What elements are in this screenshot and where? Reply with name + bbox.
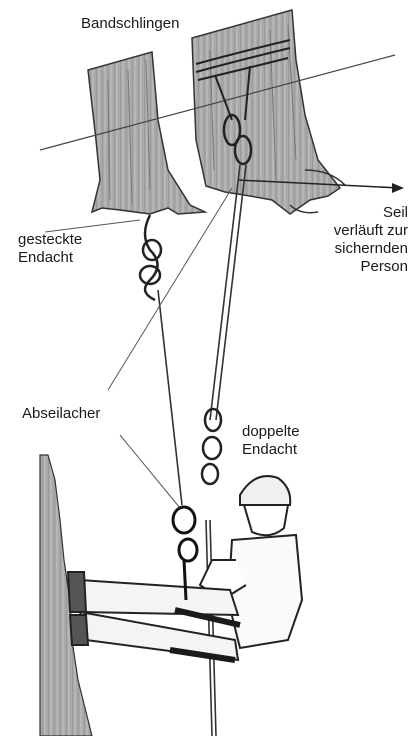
- label-bandschlingen: Bandschlingen: [81, 14, 179, 34]
- label-seil-line1: Seil: [383, 203, 408, 223]
- figure-eight-knot-icon: [202, 409, 221, 484]
- label-gesteckte-line2: Endacht: [18, 248, 73, 268]
- label-doppelte-line1: doppelte: [242, 422, 300, 442]
- label-gesteckte-line1: gesteckte: [18, 230, 82, 250]
- label-seil-line4: Person: [360, 257, 408, 277]
- label-doppelte-line2: Endacht: [242, 440, 297, 460]
- arrow-head-icon: [392, 183, 404, 193]
- leader-line-abseil: [120, 435, 180, 508]
- label-abseilacher: Abseilacher: [22, 404, 100, 424]
- figure-eight-knot-icon: [140, 215, 161, 300]
- label-seil-line2: verläuft zur: [334, 221, 408, 241]
- label-seil-line3: sichernden: [335, 239, 408, 259]
- leader-line: [108, 188, 232, 390]
